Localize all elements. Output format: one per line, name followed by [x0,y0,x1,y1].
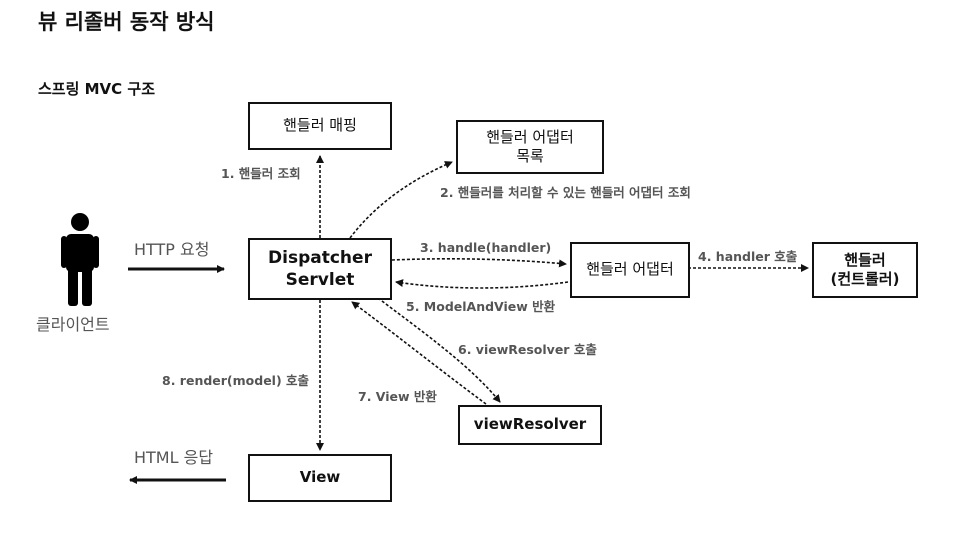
diagram-subtitle: 스프링 MVC 구조 [38,80,155,98]
handler-mapping-box: 핸들러 매핑 [248,102,392,150]
step5-label: 5. ModelAndView 반환 [406,299,556,314]
step5-arrow [395,279,569,289]
client-label: 클라이언트 [36,315,110,334]
dispatcher-line2: Servlet [285,270,355,290]
view-resolver-box: viewResolver [458,405,602,445]
view-resolver-label: viewResolver [473,415,587,434]
handler-line2: (컨트롤러) [830,270,900,288]
step7-label: 7. View 반환 [358,389,437,404]
step3-arrow [391,258,567,268]
adapter-list-line2: 목록 [516,147,544,165]
step8-label: 8. render(model) 호출 [162,373,310,388]
page-title: 뷰 리졸버 동작 방식 [38,10,215,34]
step7-arrow [351,301,487,405]
handler-mapping-label: 핸들러 매핑 [283,116,357,135]
http-request-label: HTTP 요청 [134,240,210,259]
handler-adapter-label: 핸들러 어댑터 [586,260,674,279]
handler-line1: 핸들러 [844,250,886,269]
step3-label: 3. handle(handler) [420,240,552,255]
step1-label: 1. 핸들러 조회 [221,166,301,181]
handler-box: 핸들러(컨트롤러) [812,242,918,298]
dispatcher-line1: Dispatcher [268,247,372,268]
step6-label: 6. viewResolver 호출 [458,342,597,357]
adapter-list-line1: 핸들러 어댑터 [486,127,574,146]
step6-arrow [377,297,501,403]
client-person-icon [61,213,99,306]
step2-label: 2. 핸들러를 처리할 수 있는 핸들러 어댑터 조회 [440,185,691,200]
step2-arrow [349,161,453,239]
view-label: View [299,468,341,487]
step4-label: 4. handler 호출 [698,249,798,264]
view-box: View [248,454,392,502]
html-response-label: HTML 응답 [134,448,214,467]
handler-adapter-box: 핸들러 어댑터 [570,242,690,298]
